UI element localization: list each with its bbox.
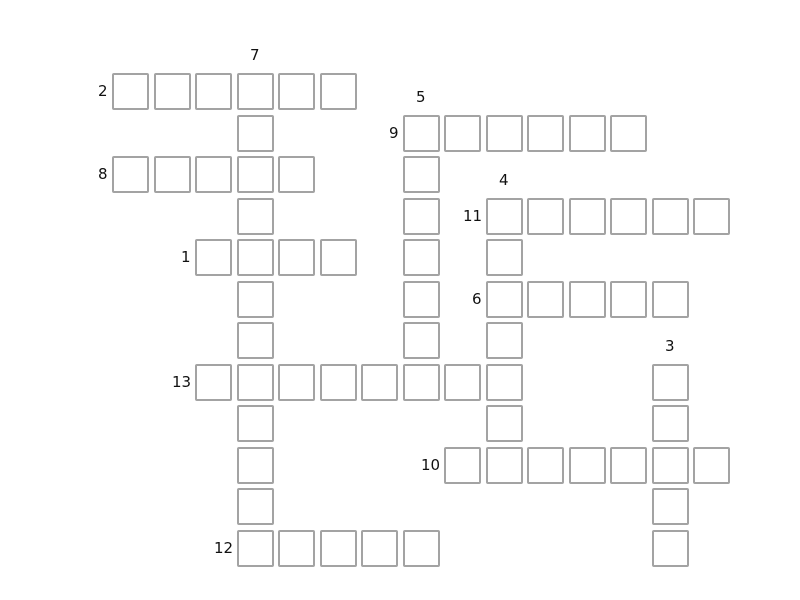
crossword-cell[interactable] [237, 364, 274, 401]
crossword-cell[interactable] [195, 156, 232, 193]
crossword-cell[interactable] [403, 198, 440, 235]
crossword-cell[interactable] [486, 405, 523, 442]
crossword-cell[interactable] [320, 530, 357, 567]
crossword-cell[interactable] [486, 364, 523, 401]
crossword-cell[interactable] [652, 281, 689, 318]
clue-number-7: 7 [250, 46, 260, 64]
crossword-cell[interactable] [403, 530, 440, 567]
clue-number-10: 10 [421, 456, 441, 474]
crossword-cell[interactable] [652, 530, 689, 567]
crossword-cell[interactable] [486, 281, 523, 318]
crossword-cell[interactable] [693, 198, 730, 235]
crossword-cell[interactable] [610, 447, 647, 484]
crossword-cell[interactable] [237, 530, 274, 567]
clue-number-3: 3 [665, 337, 675, 355]
crossword-cell[interactable] [278, 239, 315, 276]
crossword-cell[interactable] [486, 239, 523, 276]
crossword-cell[interactable] [652, 198, 689, 235]
crossword-cell[interactable] [569, 198, 606, 235]
crossword-cell[interactable] [195, 73, 232, 110]
crossword-cell[interactable] [278, 73, 315, 110]
crossword-cell[interactable] [403, 239, 440, 276]
crossword-cell[interactable] [237, 488, 274, 525]
crossword-cell[interactable] [320, 239, 357, 276]
crossword-cell[interactable] [278, 156, 315, 193]
crossword-cell[interactable] [652, 364, 689, 401]
crossword-cell[interactable] [237, 322, 274, 359]
crossword-cell[interactable] [610, 115, 647, 152]
crossword-cell[interactable] [610, 281, 647, 318]
crossword-cell[interactable] [320, 73, 357, 110]
crossword-cell[interactable] [403, 322, 440, 359]
crossword-cell[interactable] [444, 364, 481, 401]
crossword-cell[interactable] [361, 364, 398, 401]
clue-number-11: 11 [463, 207, 483, 225]
crossword-cell[interactable] [444, 447, 481, 484]
crossword-cell[interactable] [569, 281, 606, 318]
crossword-cell[interactable] [403, 156, 440, 193]
crossword-cell[interactable] [237, 405, 274, 442]
crossword-cell[interactable] [237, 198, 274, 235]
crossword-cell[interactable] [527, 198, 564, 235]
crossword-cell[interactable] [652, 488, 689, 525]
crossword-cell[interactable] [195, 364, 232, 401]
clue-number-12: 12 [214, 539, 234, 557]
crossword-cell[interactable] [486, 198, 523, 235]
crossword-cell[interactable] [278, 364, 315, 401]
crossword-cell[interactable] [610, 198, 647, 235]
crossword-cell[interactable] [403, 281, 440, 318]
crossword-cell[interactable] [693, 447, 730, 484]
crossword-cell[interactable] [403, 115, 440, 152]
clue-number-5: 5 [416, 88, 426, 106]
clue-number-8: 8 [98, 165, 108, 183]
crossword-cell[interactable] [486, 447, 523, 484]
crossword-cell[interactable] [112, 73, 149, 110]
crossword-cell[interactable] [486, 322, 523, 359]
crossword-cell[interactable] [652, 447, 689, 484]
crossword-cell[interactable] [486, 115, 523, 152]
crossword-cell[interactable] [403, 364, 440, 401]
crossword-cell[interactable] [237, 156, 274, 193]
crossword-cell[interactable] [444, 115, 481, 152]
clue-number-2: 2 [98, 82, 108, 100]
crossword-cell[interactable] [237, 281, 274, 318]
crossword-cell[interactable] [154, 156, 191, 193]
crossword-cell[interactable] [237, 73, 274, 110]
crossword-cell[interactable] [112, 156, 149, 193]
crossword-cell[interactable] [361, 530, 398, 567]
crossword-cell[interactable] [652, 405, 689, 442]
crossword-cell[interactable] [195, 239, 232, 276]
crossword-cell[interactable] [527, 281, 564, 318]
crossword-cell[interactable] [320, 364, 357, 401]
clue-number-1: 1 [181, 248, 191, 266]
crossword-cell[interactable] [237, 115, 274, 152]
crossword-cell[interactable] [154, 73, 191, 110]
crossword-cell[interactable] [237, 239, 274, 276]
clue-number-6: 6 [472, 290, 482, 308]
crossword-cell[interactable] [569, 115, 606, 152]
clue-number-13: 13 [172, 373, 192, 391]
crossword-cell[interactable] [527, 115, 564, 152]
crossword-cell[interactable] [237, 447, 274, 484]
clue-number-9: 9 [389, 124, 399, 142]
crossword-cell[interactable] [527, 447, 564, 484]
clue-number-4: 4 [499, 171, 509, 189]
crossword-cell[interactable] [569, 447, 606, 484]
crossword-cell[interactable] [278, 530, 315, 567]
